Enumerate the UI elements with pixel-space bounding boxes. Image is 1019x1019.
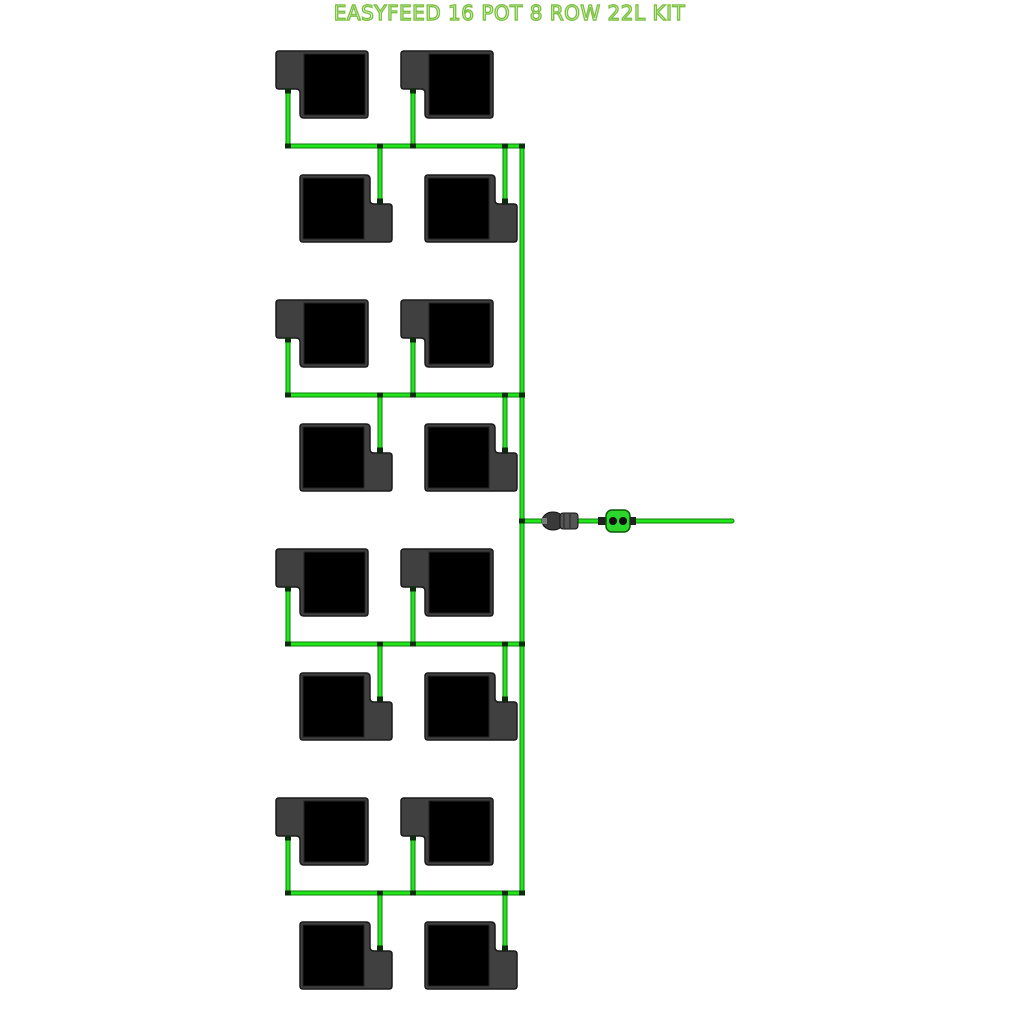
tube-joint xyxy=(285,392,291,398)
pot xyxy=(424,174,518,243)
tube-joint xyxy=(519,641,525,647)
tube-joint xyxy=(519,890,525,896)
tube-joint xyxy=(410,88,416,94)
tube-joint xyxy=(502,392,508,398)
tube-joint xyxy=(377,890,383,896)
fittings-layer xyxy=(285,88,636,951)
tube-joint xyxy=(285,143,291,149)
pot-container xyxy=(428,302,491,365)
pot-container xyxy=(302,426,365,489)
pot xyxy=(400,548,494,617)
pot-container xyxy=(303,302,366,365)
pot xyxy=(299,672,393,741)
pot xyxy=(400,299,494,368)
pot-container xyxy=(427,675,490,738)
tube-joint xyxy=(410,586,416,592)
pot-container xyxy=(427,177,490,240)
tube-joint xyxy=(285,586,291,592)
tube-joint xyxy=(502,198,508,204)
pot-container xyxy=(303,53,366,116)
tube-joint xyxy=(377,945,383,951)
pot xyxy=(275,50,369,119)
pot xyxy=(424,921,518,990)
tube-joint xyxy=(285,835,291,841)
pot-container xyxy=(303,551,366,614)
pot-container xyxy=(427,426,490,489)
pot-container xyxy=(427,924,490,987)
tap-timer-valve-icon xyxy=(598,509,636,533)
pot xyxy=(299,921,393,990)
tube-joint xyxy=(410,392,416,398)
tube-joint xyxy=(285,641,291,647)
pot xyxy=(424,423,518,492)
tube-joint xyxy=(285,890,291,896)
pots-layer xyxy=(275,50,518,990)
pot xyxy=(400,50,494,119)
pot-container xyxy=(428,53,491,116)
pot-container xyxy=(302,924,365,987)
tube-joint xyxy=(410,143,416,149)
tube-joint xyxy=(285,88,291,94)
tube-joint xyxy=(410,337,416,343)
hose-connector-icon xyxy=(541,511,579,531)
tubing-layer xyxy=(285,88,735,951)
pot xyxy=(299,174,393,243)
pot-container xyxy=(428,800,491,863)
tube-joint xyxy=(519,143,525,149)
pot-container xyxy=(302,177,365,240)
tube-joint xyxy=(377,392,383,398)
tube-joint xyxy=(502,696,508,702)
tube-joint xyxy=(410,641,416,647)
tube-joint xyxy=(519,518,525,524)
tube-joint xyxy=(502,890,508,896)
tube-joint xyxy=(377,143,383,149)
pot xyxy=(275,797,369,866)
title: EASYFEED 16 POT 8 ROW 22L KIT xyxy=(333,0,686,25)
pot xyxy=(275,548,369,617)
pot xyxy=(275,299,369,368)
tube-joint xyxy=(377,198,383,204)
tube-joint xyxy=(519,392,525,398)
tube-joint xyxy=(377,696,383,702)
tube-joint xyxy=(377,641,383,647)
tube-joint xyxy=(285,337,291,343)
tube-joint xyxy=(377,447,383,453)
pot xyxy=(299,423,393,492)
pot xyxy=(400,797,494,866)
tube-joint xyxy=(502,945,508,951)
tube-joint xyxy=(502,641,508,647)
tube-joint xyxy=(410,890,416,896)
tube-joint xyxy=(410,835,416,841)
pot-container xyxy=(428,551,491,614)
pot-container xyxy=(302,675,365,738)
pot-container xyxy=(303,800,366,863)
pot xyxy=(424,672,518,741)
tube-joint xyxy=(502,143,508,149)
tube-joint xyxy=(502,447,508,453)
